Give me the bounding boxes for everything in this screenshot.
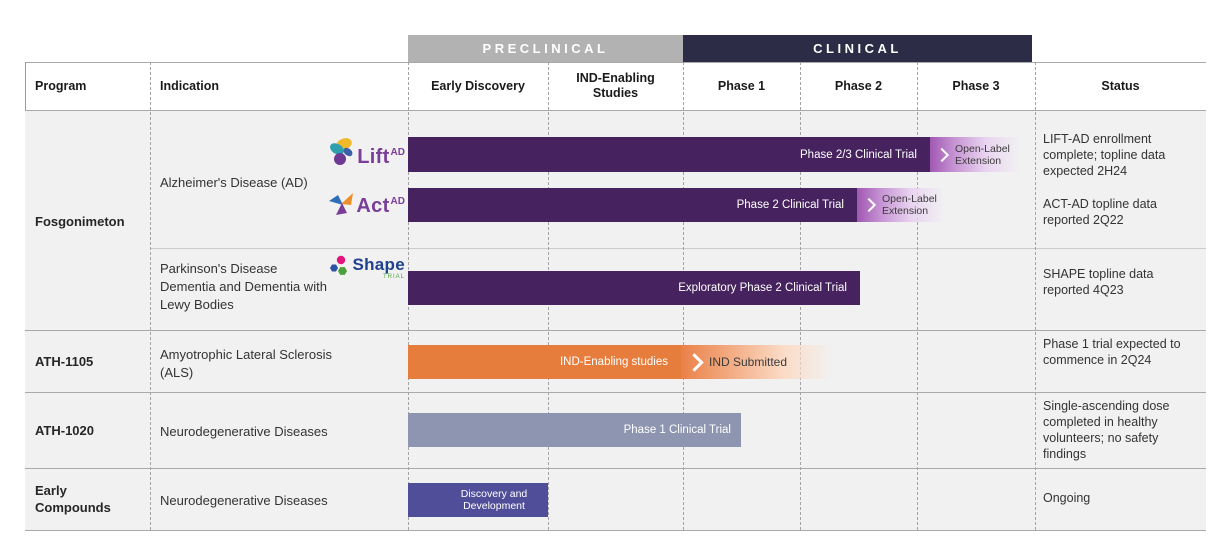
act-ad-phase-bar: Phase 2 Clinical Trial: [408, 188, 857, 222]
program-early-compounds: Early Compounds: [35, 483, 111, 515]
column-divider: [1035, 62, 1036, 530]
lift-ad-phase-bar-label: Phase 2/3 Clinical Trial: [800, 148, 917, 161]
ath-1105-phase-bar-label: IND-Enabling studies: [559, 356, 668, 368]
table-bottom-line: [25, 530, 1206, 531]
act-ad-logo-icon: [329, 193, 354, 215]
indication-neurodegenerative-1: Neurodegenerative Diseases: [160, 424, 328, 439]
ath-1020-phase-bar: Phase 1 Clinical Trial: [408, 413, 741, 447]
program-ath-1105: ATH-1105: [35, 354, 94, 369]
shape-trial-logo-text: Shape: [352, 255, 405, 274]
column-divider: [917, 62, 918, 530]
indication-alzheimers: Alzheimer's Disease (AD): [160, 175, 308, 190]
column-header-program: Program: [35, 78, 87, 93]
column-header-early-discovery: Early Discovery: [431, 78, 525, 93]
lift-ad-phase-bar: Phase 2/3 Clinical Trial: [408, 137, 930, 172]
act-ad-open-label-extension: Open-Label Extension: [857, 188, 945, 222]
column-header-phase1: Phase 1: [717, 78, 766, 93]
status-early-compounds: Ongoing: [1043, 491, 1091, 505]
chevron-right-icon: [685, 352, 704, 372]
row-divider: [25, 468, 1206, 469]
shape-phase-bar: Exploratory Phase 2 Clinical Trial: [408, 271, 860, 305]
header-bottom-line: [25, 110, 1206, 111]
act-ad-logo-text: Act: [356, 195, 390, 217]
shape-trial-logo-icon: [330, 255, 348, 275]
column-header-ind-enabling: IND-Enabling Studies: [576, 71, 655, 100]
row-divider: [25, 330, 1206, 331]
lift-ad-extension-label: Open-Label Extension: [955, 142, 1010, 167]
early-compounds-phase-bar: Discovery and Development: [408, 483, 548, 517]
column-divider: [150, 62, 151, 530]
table-body-background: [25, 110, 1206, 530]
column-header-phase2: Phase 2: [834, 78, 883, 93]
indication-neurodegenerative-2: Neurodegenerative Diseases: [160, 493, 328, 508]
act-ad-extension-label: Open-Label Extension: [882, 193, 937, 217]
ath-1105-ind-submitted-extension: IND Submitted: [681, 345, 833, 379]
row-divider: [25, 392, 1206, 393]
chevron-right-icon: [934, 147, 950, 162]
shape-trial-logo-subtext: TRIAL: [382, 274, 405, 280]
program-fosgonimeton: Fosgonimeton: [35, 214, 125, 229]
lift-ad-logo-text: Lift: [357, 146, 390, 168]
indication-als: Amyotrophic Lateral Sclerosis (ALS): [160, 347, 332, 380]
status-lift-ad: LIFT-AD enrollment complete; topline dat…: [1043, 132, 1166, 178]
status-shape: SHAPE topline data reported 4Q23: [1043, 267, 1154, 297]
lift-ad-logo: Lift AD: [329, 135, 405, 167]
early-compounds-phase-bar-label: Discovery and Development: [460, 488, 528, 512]
act-ad-phase-bar-label: Phase 2 Clinical Trial: [736, 199, 844, 211]
lift-ad-logo-superscript: AD: [390, 147, 405, 158]
act-ad-logo: Act AD: [329, 191, 405, 216]
status-ath-1105: Phase 1 trial expected to commence in 2Q…: [1043, 337, 1181, 367]
table-left-border: [25, 62, 26, 110]
clinical-band: CLINICAL: [683, 35, 1032, 62]
column-header-indication: Indication: [160, 78, 220, 93]
program-ath-1020: ATH-1020: [35, 423, 95, 438]
act-ad-logo-superscript: AD: [390, 196, 405, 207]
column-header-phase3: Phase 3: [952, 78, 1000, 93]
preclinical-band: PRECLINICAL: [408, 35, 683, 62]
header-top-line: [25, 62, 1206, 63]
lift-ad-logo-icon: [330, 138, 353, 165]
shape-phase-bar-label: Exploratory Phase 2 Clinical Trial: [678, 282, 847, 294]
ath-1105-phase-bar: IND-Enabling studies: [408, 345, 681, 379]
chevron-right-icon: [861, 197, 877, 213]
status-ath-1020: Single-ascending dose completed in healt…: [1043, 399, 1170, 461]
shape-trial-logo: Shape TRIAL: [328, 254, 405, 280]
column-header-status: Status: [1101, 78, 1140, 93]
indication-parkinsons: Parkinson's Disease Dementia and Dementi…: [160, 261, 327, 312]
ath-1020-phase-bar-label: Phase 1 Clinical Trial: [623, 424, 731, 436]
lift-ad-open-label-extension: Open-Label Extension: [930, 137, 1020, 172]
status-act-ad: ACT-AD topline data reported 2Q22: [1043, 197, 1157, 227]
subrow-divider: [150, 248, 1206, 249]
ath-1105-extension-label: IND Submitted: [709, 355, 788, 369]
